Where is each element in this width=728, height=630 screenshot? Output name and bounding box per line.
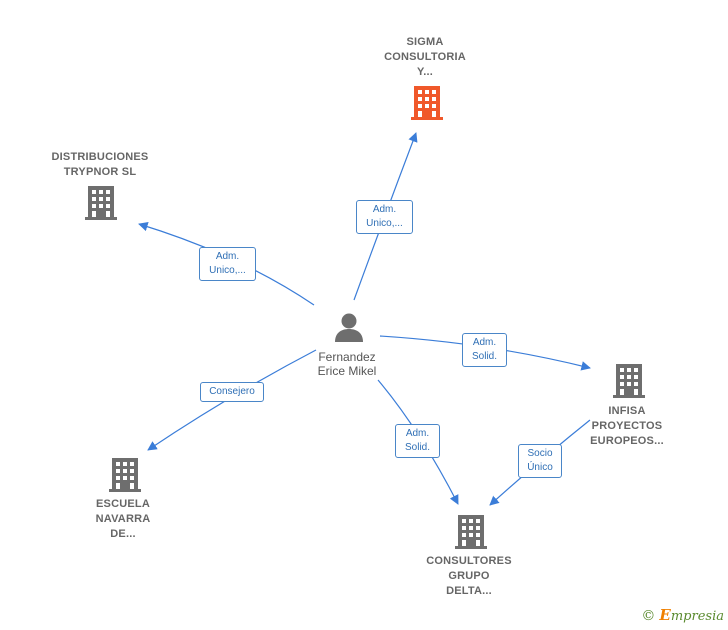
copyright-icon: © (641, 608, 656, 624)
building-icon[interactable] (411, 86, 443, 120)
company-label-consultores[interactable]: CONSULTORES GRUPO DELTA... (426, 555, 512, 597)
brand-footer: ©Empresia (641, 606, 724, 624)
company-label-sigma[interactable]: SIGMA CONSULTORIA Y... (384, 36, 466, 78)
building-icon[interactable] (85, 186, 117, 220)
brand-initial: E (659, 606, 671, 624)
edge-label-to-escuela: Consejero (200, 382, 264, 402)
edge-label-to-consultores: Adm. Solid. (395, 424, 440, 458)
brand-name: mpresia (670, 609, 724, 624)
edge-label-to-infisa: Adm. Solid. (462, 333, 507, 367)
building-icon[interactable] (455, 515, 487, 549)
company-label-infisa[interactable]: INFISA PROYECTOS EUROPEOS... (590, 405, 664, 447)
edge-label-to-sigma: Adm. Unico,... (356, 200, 413, 234)
company-label-escuela[interactable]: ESCUELA NAVARRA DE... (95, 498, 151, 540)
building-icon[interactable] (109, 458, 141, 492)
building-icon[interactable] (613, 364, 645, 398)
edge-label-to-distribuciones: Adm. Unico,... (199, 247, 256, 281)
company-label-distribuciones[interactable]: DISTRIBUCIONES TRYPNOR SL (51, 151, 149, 178)
person-label[interactable]: Fernandez Erice Mikel (317, 350, 377, 378)
edge-label-infisa-to-consultores: Socio Único (518, 444, 562, 478)
person-icon[interactable] (335, 313, 363, 343)
